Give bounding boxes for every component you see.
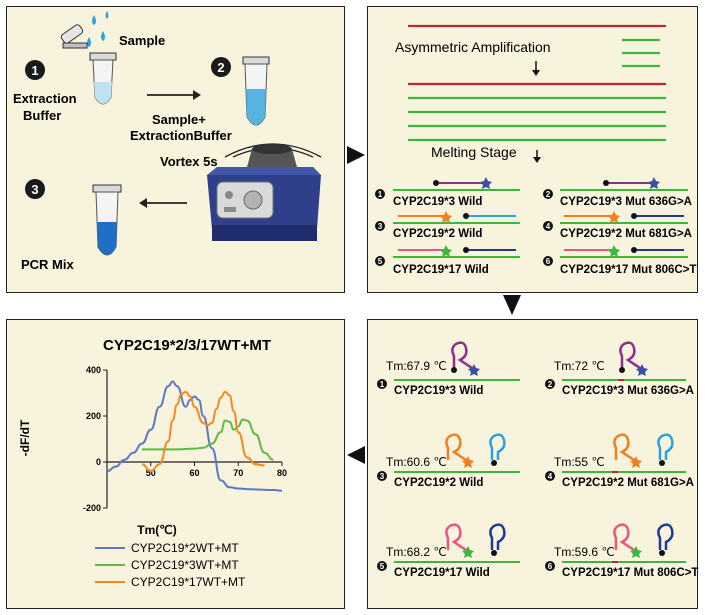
x-tick-label: 80 [277,468,287,478]
probe-label: CYP2C19*17 Wild [393,264,489,276]
arrow-left-icon [347,446,365,464]
svg-text:4: 4 [546,222,551,231]
tm-value: Tm:68.2 ℃ [386,545,447,559]
tm-value: Tm:67.9 ℃ [386,359,447,373]
tm-item-label: CYP2C19*2 Mut 681G>A [562,477,694,489]
legend-label: CYP2C19*3WT+MT [131,558,239,572]
tm-value: Tm:72 ℃ [554,359,605,373]
y-tick-label: 200 [86,411,101,421]
short-product-strands [622,38,660,68]
arrow-right-icon [347,146,365,164]
step-3-badge [25,179,45,199]
tm-item-label: CYP2C19*17 Mut 806C>T [562,567,698,579]
x-axis-label: Tm(℃) [137,523,176,537]
probe-label: CYP2C19*2 Wild [393,228,482,240]
chart-title: CYP2C19*2/3/17WT+MT [103,337,271,354]
svg-text:6: 6 [546,257,551,266]
asymmetric-amplification-label: Asymmetric Amplification [395,39,551,55]
y-axis-label: -dF/dT [18,419,32,456]
mixed-sample-tube-icon [242,56,270,126]
arrow-down-icon [503,295,521,315]
tm-value: Tm:55 ℃ [554,455,605,469]
probe-label: CYP2C19*3 Wild [393,196,482,208]
y-tick-label: -200 [83,503,101,513]
probe-6: 6 CYP2C19*17 Mut 806C>T [543,245,696,276]
step-1-badge [25,60,45,80]
vortex-label: Vortex 5s [160,154,218,169]
svg-text:3: 3 [378,222,383,231]
svg-text:2: 2 [217,60,224,75]
probe-3: 3 CYP2C19*2 Wild [375,211,520,240]
series-line-2 [142,418,274,461]
tm-item-1: Tm:67.9 ℃ 1 CYP2C19*3 Wild [377,341,520,397]
legend-label: CYP2C19*2WT+MT [131,541,239,555]
tm-item-label: CYP2C19*2 Wild [394,477,483,489]
melting-curve-panel: CYP2C19*2/3/17WT+MT -dF/dT Tm(℃) 400 200 0… [6,319,345,609]
tm-item-label: CYP2C19*3 Wild [394,385,483,397]
svg-text:1: 1 [380,380,385,389]
arrow-left-icon [139,198,187,208]
mixture-label: Sample+ExtractionBuffer [130,112,232,143]
arrow-right-icon [147,90,201,100]
y-tick-label: 400 [86,365,101,375]
svg-text:1: 1 [378,190,383,199]
x-tick-label: 50 [146,468,156,478]
tm-diagram: Tm:67.9 ℃ 1 CYP2C19*3 Wild Tm:72 ℃ 2 CYP… [377,341,698,579]
tm-item-label: CYP2C19*17 Wild [394,567,490,579]
extraction-buffer-tube-icon [89,52,117,105]
amplification-panel: Asymmetric Amplification Melting Stage 1… [367,6,698,293]
pcr-mix-label: PCR Mix [21,257,75,272]
y-tick-label: 0 [96,457,101,467]
sample-tube-icon [60,24,88,49]
probe-label: CYP2C19*17 Mut 806C>T [560,264,696,276]
tm-value: Tm:59.6 ℃ [554,545,615,559]
probe-4: 4 CYP2C19*2 Mut 681G>A [543,211,692,240]
sample-droplets-icon [87,11,109,47]
probe-label: CYP2C19*3 Mut 636G>A [560,196,692,208]
legend-label: CYP2C19*17WT+MT [131,575,246,589]
probe-5: 5 CYP2C19*17 Wild [375,245,520,276]
melting-stage-label: Melting Stage [431,144,517,160]
tm-item-3: Tm:60.6 ℃ 3 CYP2C19*2 Wild [377,433,520,489]
tm-item-5: Tm:68.2 ℃ 5 CYP2C19*17 Wild [377,523,520,579]
svg-text:4: 4 [548,472,553,481]
svg-text:2: 2 [546,190,551,199]
svg-text:5: 5 [380,562,385,571]
step-2-badge [211,57,231,77]
x-tick-label: 60 [189,468,199,478]
amplified-strands [408,96,666,142]
tm-values-panel: Tm:67.9 ℃ 1 CYP2C19*3 Wild Tm:72 ℃ 2 CYP… [367,319,698,609]
svg-text:1: 1 [31,63,38,78]
svg-text:5: 5 [378,257,383,266]
series-line-3 [141,390,265,473]
pcr-mix-tube-icon [92,184,122,256]
vortex-mixer-icon [207,143,322,241]
probe-label: CYP2C19*2 Mut 681G>A [560,228,692,240]
probe-1: 1 CYP2C19*3 Wild [375,177,520,208]
probe-2: 2 CYP2C19*3 Mut 636G>A [543,177,692,208]
melting-curve-chart: CYP2C19*2/3/17WT+MT -dF/dT Tm(℃) 400 200 0… [18,337,287,589]
sample-label: Sample [119,33,165,48]
tm-value: Tm:60.6 ℃ [386,455,447,469]
svg-text:3: 3 [31,182,38,197]
tm-item-label: CYP2C19*3 Mut 636G>A [562,385,694,397]
tm-item-4: Tm:55 ℃ 4 CYP2C19*2 Mut 681G>A [545,433,694,489]
svg-text:2: 2 [548,380,553,389]
tm-item-2: Tm:72 ℃ 2 CYP2C19*3 Mut 636G>A [545,341,694,397]
amplification-diagram: Asymmetric Amplification Melting Stage 1… [375,24,696,276]
x-tick-label: 70 [233,468,243,478]
svg-text:3: 3 [380,472,385,481]
svg-text:6: 6 [548,562,553,571]
tm-item-6: Tm:59.6 ℃ 6 CYP2C19*17 Mut 806C>T [545,523,698,579]
arrow-down-icon [532,61,540,76]
series-line-1 [106,380,283,492]
arrow-down-icon [533,150,541,163]
